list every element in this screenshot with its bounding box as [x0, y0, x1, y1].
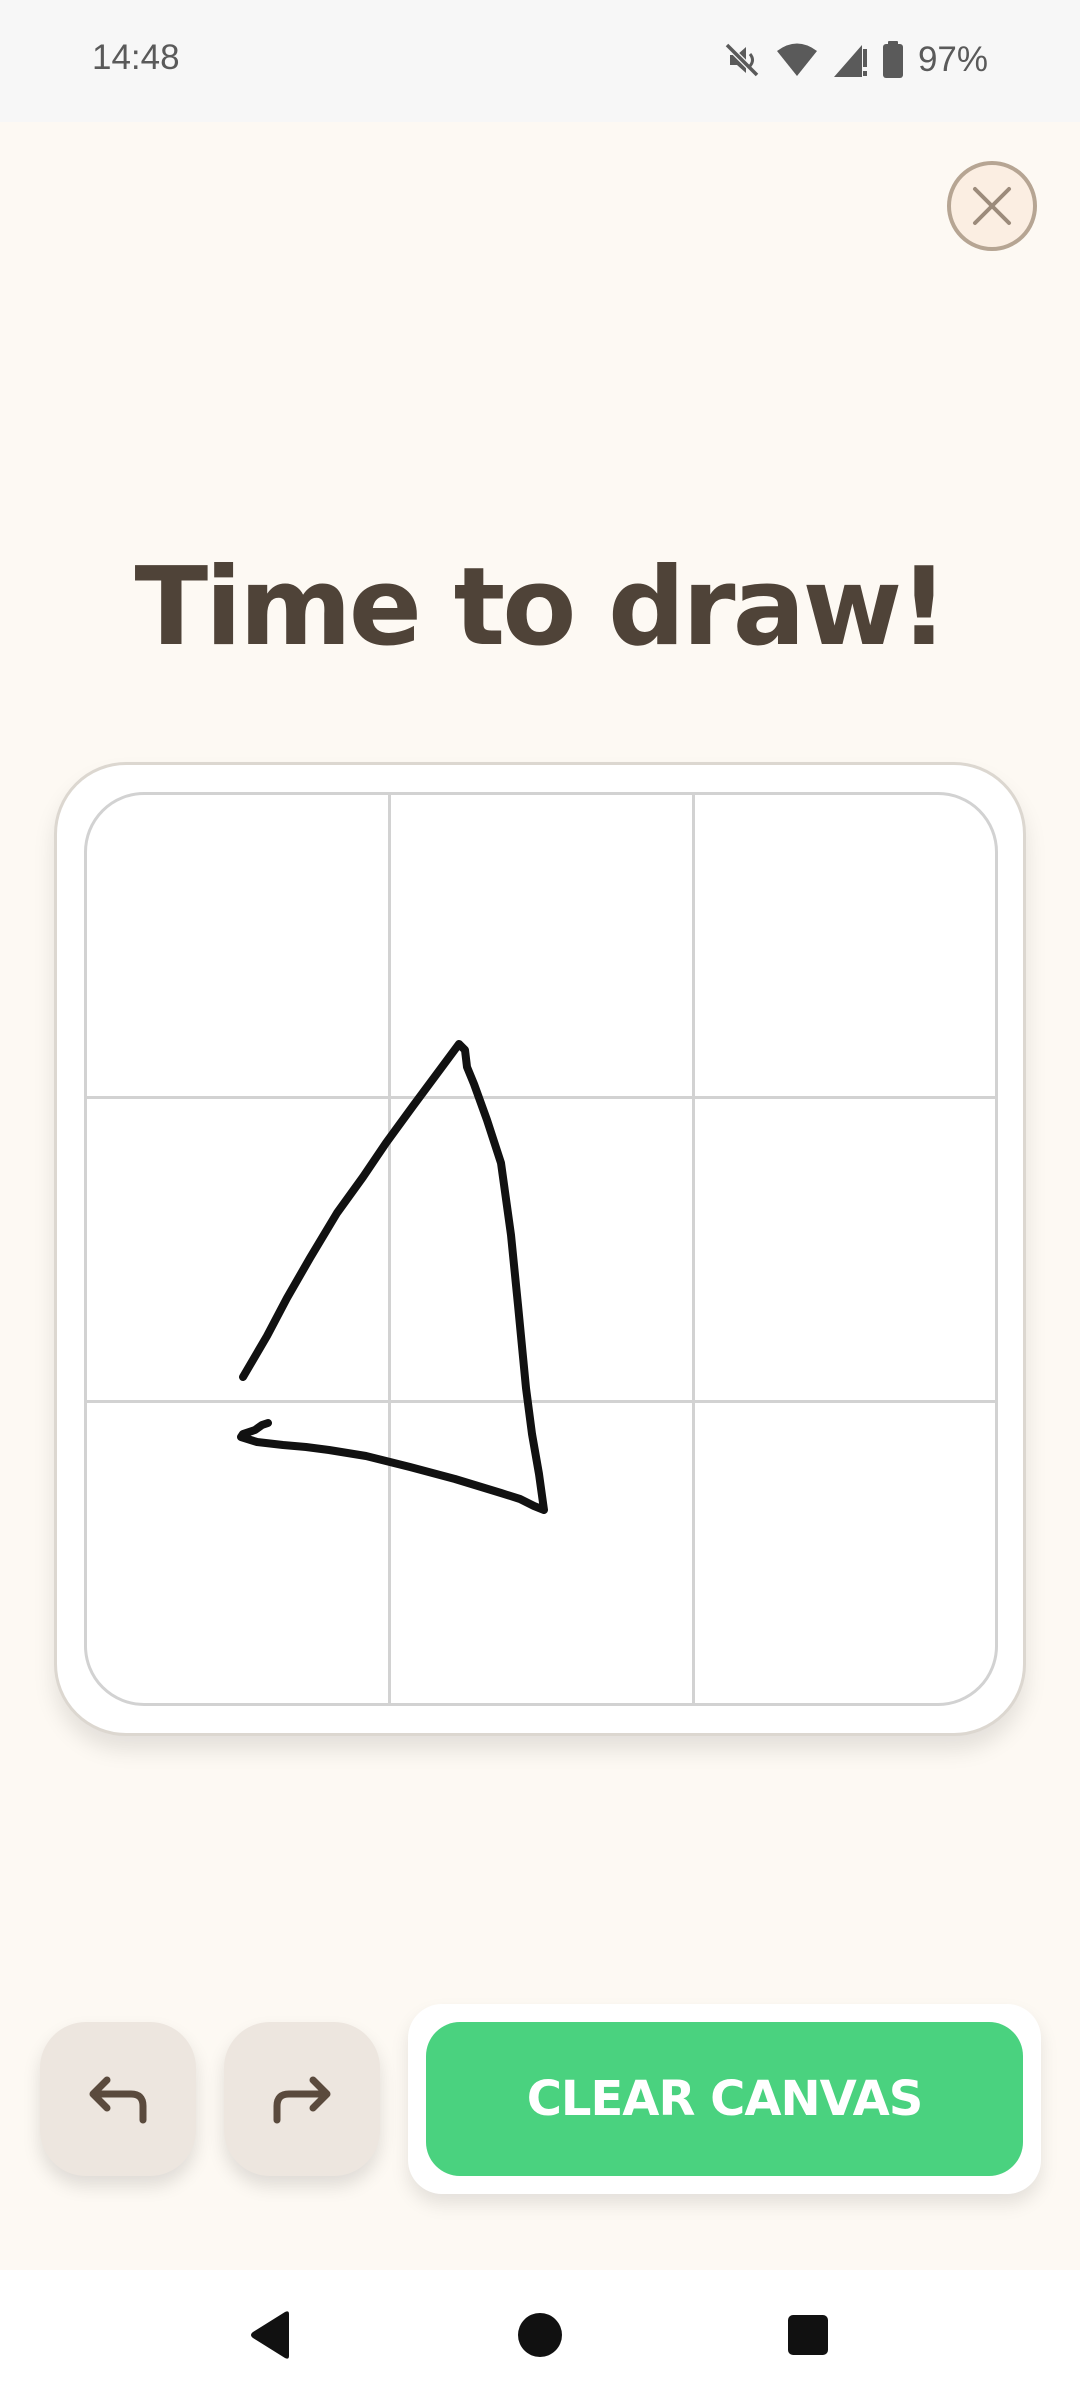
page-title: Time to draw!	[134, 545, 949, 670]
battery-percent: 97%	[917, 40, 988, 79]
drawing-canvas[interactable]	[84, 792, 998, 1706]
status-icons: 97%	[722, 38, 988, 82]
nav-back-button[interactable]	[210, 2270, 330, 2400]
clear-canvas-button[interactable]: CLEAR CANVAS	[426, 2022, 1023, 2176]
close-button[interactable]	[947, 161, 1037, 251]
drawing-canvas-card	[54, 762, 1026, 1736]
undo-icon	[89, 2076, 147, 2124]
redo-button[interactable]	[224, 2022, 380, 2176]
mute-icon	[724, 42, 760, 78]
grid-line	[388, 795, 391, 1703]
status-time: 14:48	[92, 38, 180, 77]
recents-icon	[788, 2315, 828, 2355]
nav-home-button[interactable]	[480, 2270, 600, 2400]
wifi-icon	[776, 43, 817, 76]
battery-icon	[882, 41, 903, 78]
close-icon	[973, 187, 1011, 225]
drawing-stroke	[237, 1040, 548, 1514]
grid-line	[87, 1096, 995, 1099]
grid-line	[692, 795, 695, 1703]
undo-button[interactable]	[40, 2022, 196, 2176]
redo-icon	[273, 2076, 331, 2124]
back-icon	[251, 2311, 289, 2359]
clear-canvas-container: CLEAR CANVAS	[408, 2004, 1041, 2194]
grid-line	[87, 1400, 995, 1403]
nav-recents-button[interactable]	[748, 2270, 868, 2400]
signal-icon	[833, 45, 867, 77]
home-icon	[518, 2313, 562, 2357]
status-bar: 14:48 97%	[0, 0, 1080, 122]
navigation-bar	[0, 2270, 1080, 2400]
